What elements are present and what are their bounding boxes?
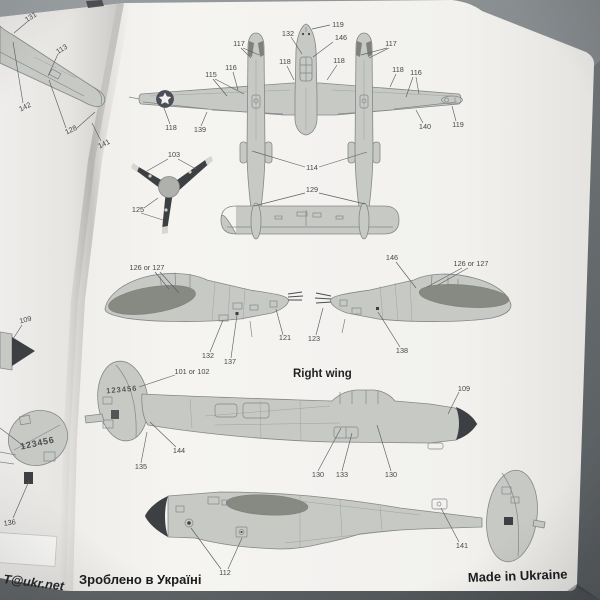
photo-of-model-kit-instruction-booklet: 119 132 146 117 117 118 118 115 116 118 …: [0, 0, 600, 600]
photo-vignette: [0, 0, 600, 600]
booklet-photo: 119 132 146 117 117 118 118 115 116 118 …: [0, 0, 600, 600]
